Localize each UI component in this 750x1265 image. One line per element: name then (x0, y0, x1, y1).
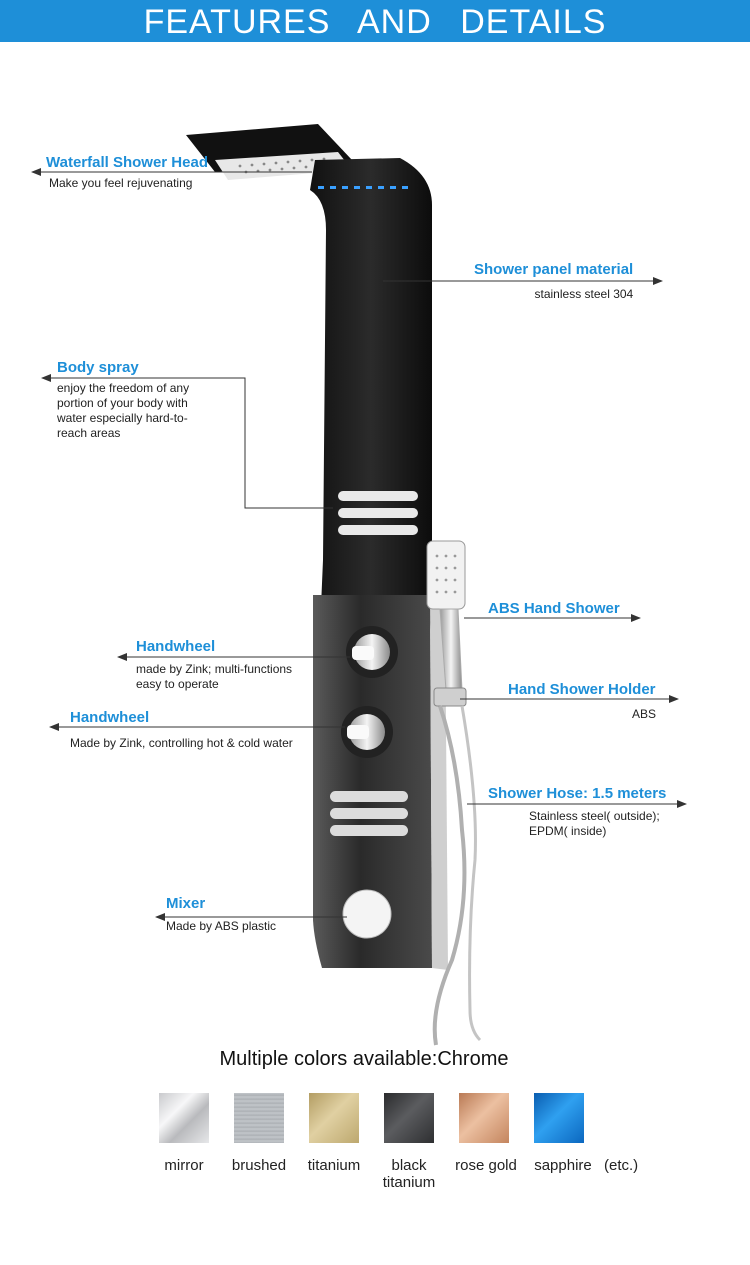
brushed-swatch (234, 1093, 284, 1143)
feature-desc-line: portion of your body with (57, 396, 188, 410)
feature-desc-line: easy to operate (136, 677, 219, 691)
feature-desc-line: Made by ABS plastic (166, 919, 277, 933)
swatch-label-rose-gold: rose gold (455, 1157, 517, 1174)
feature-handwheel-1: Handwheel made by Zink; multi-functions … (136, 638, 292, 692)
feature-desc-line: Stainless steel( outside); (529, 809, 660, 823)
feature-shower-panel-material: Shower panel material stainless steel 30… (474, 261, 633, 302)
colors-title: Multiple colors available:Chrome (219, 1048, 509, 1070)
feature-desc-line: enjoy the freedom of any (57, 381, 190, 395)
feature-title: Shower Hose: 1.5 meters (488, 785, 667, 802)
colors-etc: (etc.) (604, 1157, 639, 1174)
feature-desc-line: Make you feel rejuvenating (49, 176, 193, 190)
black-titanium-swatch (384, 1093, 434, 1143)
feature-title: Handwheel (70, 709, 150, 726)
feature-title: ABS Hand Shower (488, 600, 620, 617)
feature-desc-line: reach areas (57, 426, 121, 440)
feature-desc-line: Made by Zink, controlling hot & cold wat… (70, 736, 293, 750)
feature-shower-hose: Shower Hose: 1.5 meters Stainless steel(… (488, 785, 666, 839)
waterfall-head-shape (186, 124, 352, 180)
feature-body-spray: Body spray enjoy the freedom of any port… (57, 359, 189, 441)
feature-desc-line: stainless steel 304 (534, 287, 634, 301)
page-title: FEATURES AND DETAILS (0, 0, 750, 42)
feature-title: Handwheel (136, 638, 216, 655)
feature-title: Hand Shower Holder (508, 681, 656, 698)
titanium-swatch (309, 1093, 359, 1143)
feature-title: Body spray (57, 359, 139, 376)
swatch-label-brushed: brushed (231, 1157, 287, 1174)
feature-handwheel-2: Handwheel Made by Zink, controlling hot … (70, 709, 293, 751)
rose-gold-swatch (459, 1093, 509, 1143)
feature-mixer: Mixer Made by ABS plastic (166, 895, 276, 934)
mirror-swatch (159, 1093, 209, 1143)
feature-hand-shower-holder: Hand Shower Holder ABS (508, 681, 656, 722)
swatch-label-titanium: titanium (307, 1157, 361, 1174)
feature-desc-line: EPDM( inside) (529, 824, 607, 838)
feature-waterfall-shower-head: Waterfall Shower Head Make you feel reju… (46, 154, 208, 191)
swatch-label-mirror: mirror (164, 1157, 204, 1174)
feature-desc-line: made by Zink; multi-functions (136, 662, 293, 676)
swatch-label-black-titanium: black titanium (382, 1157, 436, 1191)
swatch-label-sapphire: sapphire (534, 1157, 592, 1174)
feature-desc-line: water especially hard-to- (57, 411, 188, 425)
feature-desc-line: ABS (632, 707, 657, 721)
sapphire-swatch (534, 1093, 584, 1143)
feature-title: Waterfall Shower Head (46, 154, 208, 171)
feature-title: Mixer (166, 895, 206, 912)
feature-abs-hand-shower: ABS Hand Shower (488, 600, 620, 617)
feature-title: Shower panel material (474, 261, 634, 278)
